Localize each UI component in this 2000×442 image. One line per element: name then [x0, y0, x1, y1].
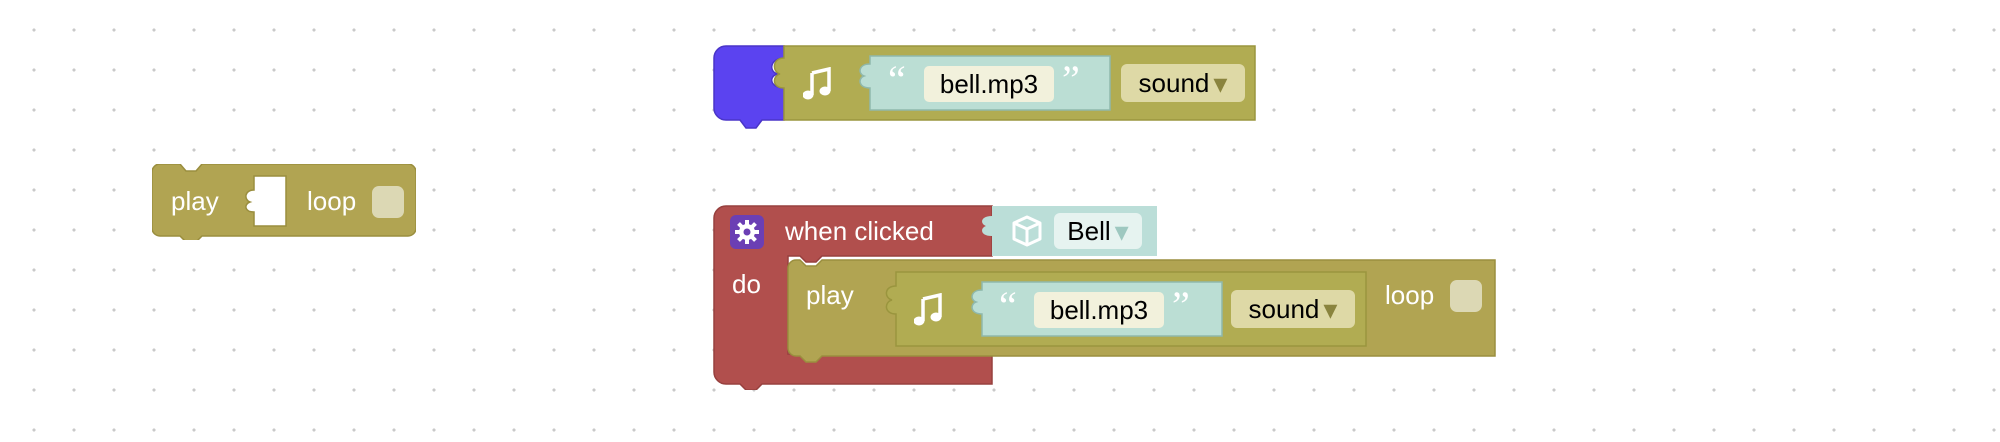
loop-checkbox[interactable] — [372, 186, 404, 218]
sound-dropdown[interactable]: sound ▾ — [1121, 64, 1245, 102]
nested-loop-label: loop — [1385, 280, 1435, 310]
play-label: play — [171, 186, 219, 216]
nested-sound-file-text[interactable]: bell.mp3 — [1034, 292, 1164, 328]
dropdown-arrow-icon: ▾ — [1213, 67, 1228, 99]
cube-icon — [1008, 212, 1046, 250]
standalone-play-block[interactable]: play loop — [152, 164, 416, 240]
when-clicked-label: when clicked — [785, 216, 934, 246]
sound-dropdown-value: sound — [1138, 67, 1210, 98]
object-dropdown-value: Bell — [1067, 215, 1111, 246]
when-clicked-event-block[interactable]: when clicked Bell ▾ do play “ bell.mp3 ”… — [712, 204, 1497, 390]
loop-label: loop — [307, 186, 357, 216]
detached-sound-block-group[interactable]: “ bell.mp3 ” sound ▾ — [712, 44, 1257, 130]
nested-sound-dropdown-value: sound — [1248, 293, 1320, 324]
standalone-play-block-shape — [152, 164, 416, 240]
dropdown-arrow-icon: ▾ — [1114, 215, 1129, 247]
gear-icon — [730, 215, 764, 249]
sound-file-text[interactable]: bell.mp3 — [924, 66, 1054, 102]
open-quote: “ — [888, 57, 906, 102]
do-label: do — [732, 269, 761, 299]
dropdown-arrow-icon: ▾ — [1323, 293, 1338, 325]
music-note-icon — [911, 290, 947, 330]
open-quote: “ — [999, 283, 1017, 328]
object-dropdown[interactable]: Bell ▾ — [1054, 213, 1142, 249]
music-note-icon — [800, 64, 836, 104]
close-quote: ” — [1172, 283, 1190, 328]
close-quote: ” — [1062, 57, 1080, 102]
nested-play-label: play — [806, 280, 854, 310]
nested-sound-dropdown[interactable]: sound ▾ — [1231, 290, 1355, 328]
nested-loop-checkbox[interactable] — [1450, 280, 1482, 312]
